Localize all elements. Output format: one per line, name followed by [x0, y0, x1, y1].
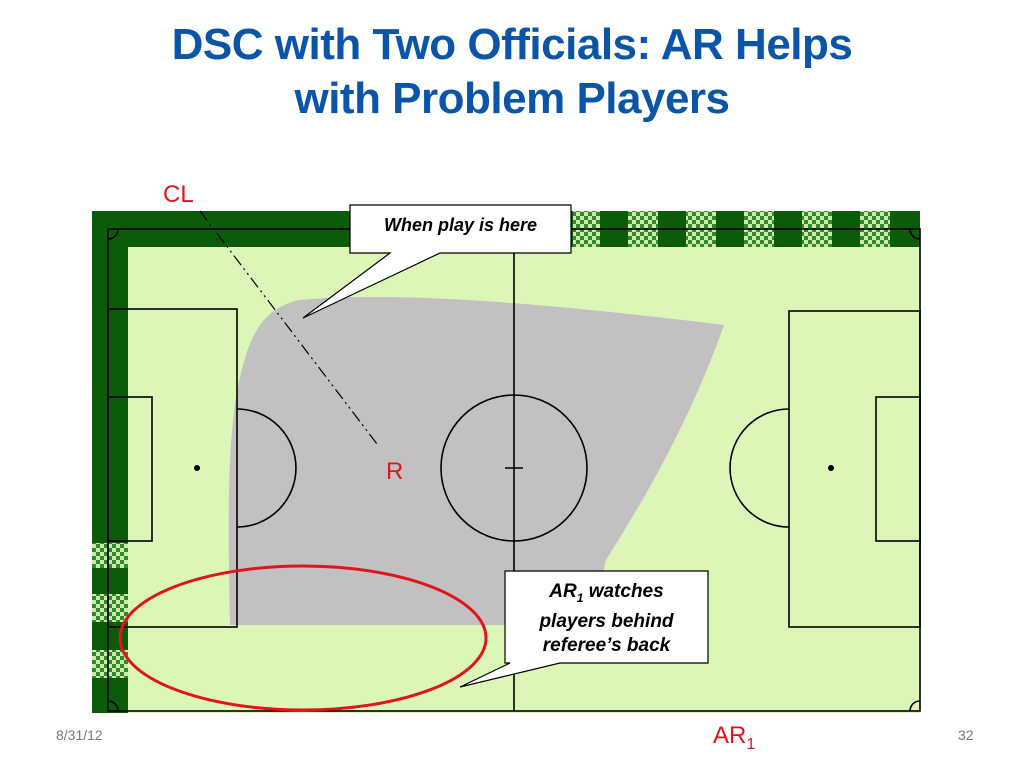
left-penalty-arc — [236, 408, 297, 528]
center-line-label: CL — [163, 181, 194, 208]
referee-label: R — [386, 458, 404, 485]
left-goal-area — [107, 396, 153, 542]
assistant-referee-label: AR1 — [713, 723, 755, 758]
center-circle — [440, 394, 588, 542]
callout-ar-line1-rest: watches — [583, 581, 664, 602]
assistant-referee-label-subscript: 1 — [746, 735, 756, 753]
callout-play-zone-text: When play is here — [383, 215, 538, 235]
callout-ar-prefix: AR — [549, 581, 577, 602]
callout-ar-subscript: 1 — [576, 590, 584, 605]
footer-date: 8/31/12 — [56, 727, 103, 743]
slide-title-line2: with Problem Players — [294, 74, 730, 123]
slide-title: DSC with Two Officials: AR Helps with Pr… — [0, 18, 1024, 126]
callout-ar-watches-text: AR1 watches players behind referee’s bac… — [505, 580, 708, 658]
footer-page-number: 32 — [958, 727, 974, 743]
right-penalty-arc — [729, 408, 790, 528]
left-penalty-spot — [194, 465, 200, 471]
right-goal-area — [875, 396, 921, 542]
assistant-referee-label-text: AR — [713, 722, 747, 749]
callout-ar-line2: players behind — [539, 610, 674, 632]
slide-title-line1: DSC with Two Officials: AR Helps — [171, 20, 853, 69]
play-zone-area — [228, 297, 724, 625]
left-border-band — [92, 211, 128, 713]
callout-play-zone — [302, 204, 572, 319]
callout-ar-line3: referee’s back — [542, 634, 671, 656]
problem-players-ellipse — [118, 564, 488, 712]
callout-ar-watches — [459, 570, 709, 688]
referee-sight-line — [199, 210, 378, 445]
callout-ar-line1: AR1 watches — [505, 580, 708, 610]
right-penalty-spot — [828, 465, 834, 471]
